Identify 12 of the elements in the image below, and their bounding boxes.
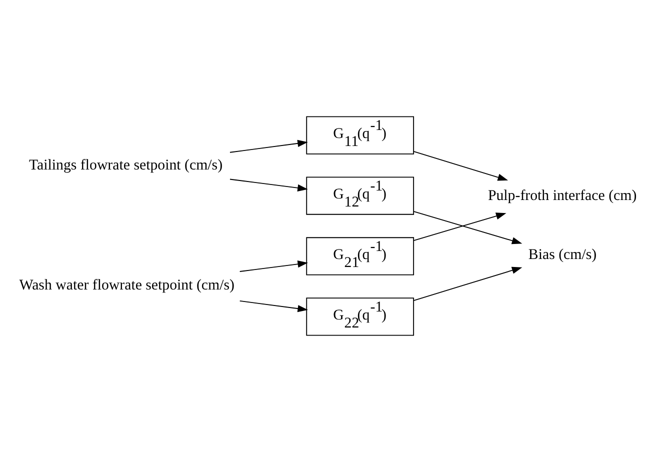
node-text: Bias (cm/s) bbox=[528, 246, 597, 263]
node-text: Tailings flowrate setpoint (cm/s) bbox=[28, 158, 223, 174]
arrow bbox=[413, 266, 522, 302]
arrow bbox=[413, 210, 522, 244]
arrow bbox=[230, 178, 308, 192]
arrow bbox=[230, 140, 308, 153]
arrow bbox=[239, 260, 308, 272]
arrow bbox=[413, 212, 506, 242]
node-text: Wash water flowrate setpoint (cm/s) bbox=[19, 278, 234, 294]
arrow bbox=[413, 150, 508, 181]
arrow bbox=[239, 300, 308, 312]
node-text: Pulp-froth interface (cm) bbox=[488, 188, 637, 204]
